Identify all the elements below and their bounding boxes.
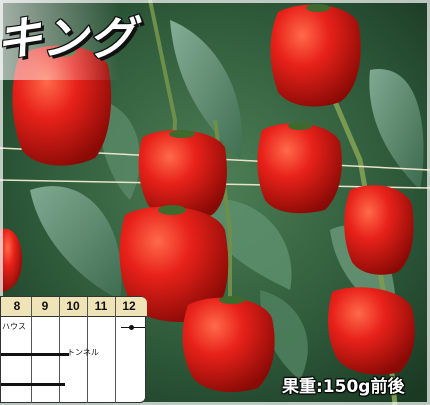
fruit-weight-label: 果重:150g前後 (282, 377, 405, 397)
calendar-bar-open-field (1, 383, 65, 386)
calendar-bar-tunnel (1, 353, 69, 356)
calendar-row-label-house: ハウス (2, 322, 26, 331)
calendar-month: 8 (13, 299, 21, 313)
calendar-divider (59, 297, 60, 403)
calendar-month: 12 (122, 299, 136, 313)
calendar-month: 11 (94, 299, 108, 313)
cultivation-calendar: 8 9 10 11 12 ハウス トンネル (0, 296, 147, 403)
calendar-divider (87, 297, 88, 403)
product-title: キング (0, 10, 136, 66)
calendar-row-label-tunnel: トンネル (67, 348, 99, 357)
calendar-header: 8 9 10 11 12 (1, 297, 147, 317)
calendar-sowing-dot (129, 325, 134, 330)
calendar-month: 9 (41, 299, 49, 313)
calendar-divider (115, 297, 116, 403)
calendar-divider (31, 297, 32, 403)
calendar-month: 10 (66, 299, 80, 313)
